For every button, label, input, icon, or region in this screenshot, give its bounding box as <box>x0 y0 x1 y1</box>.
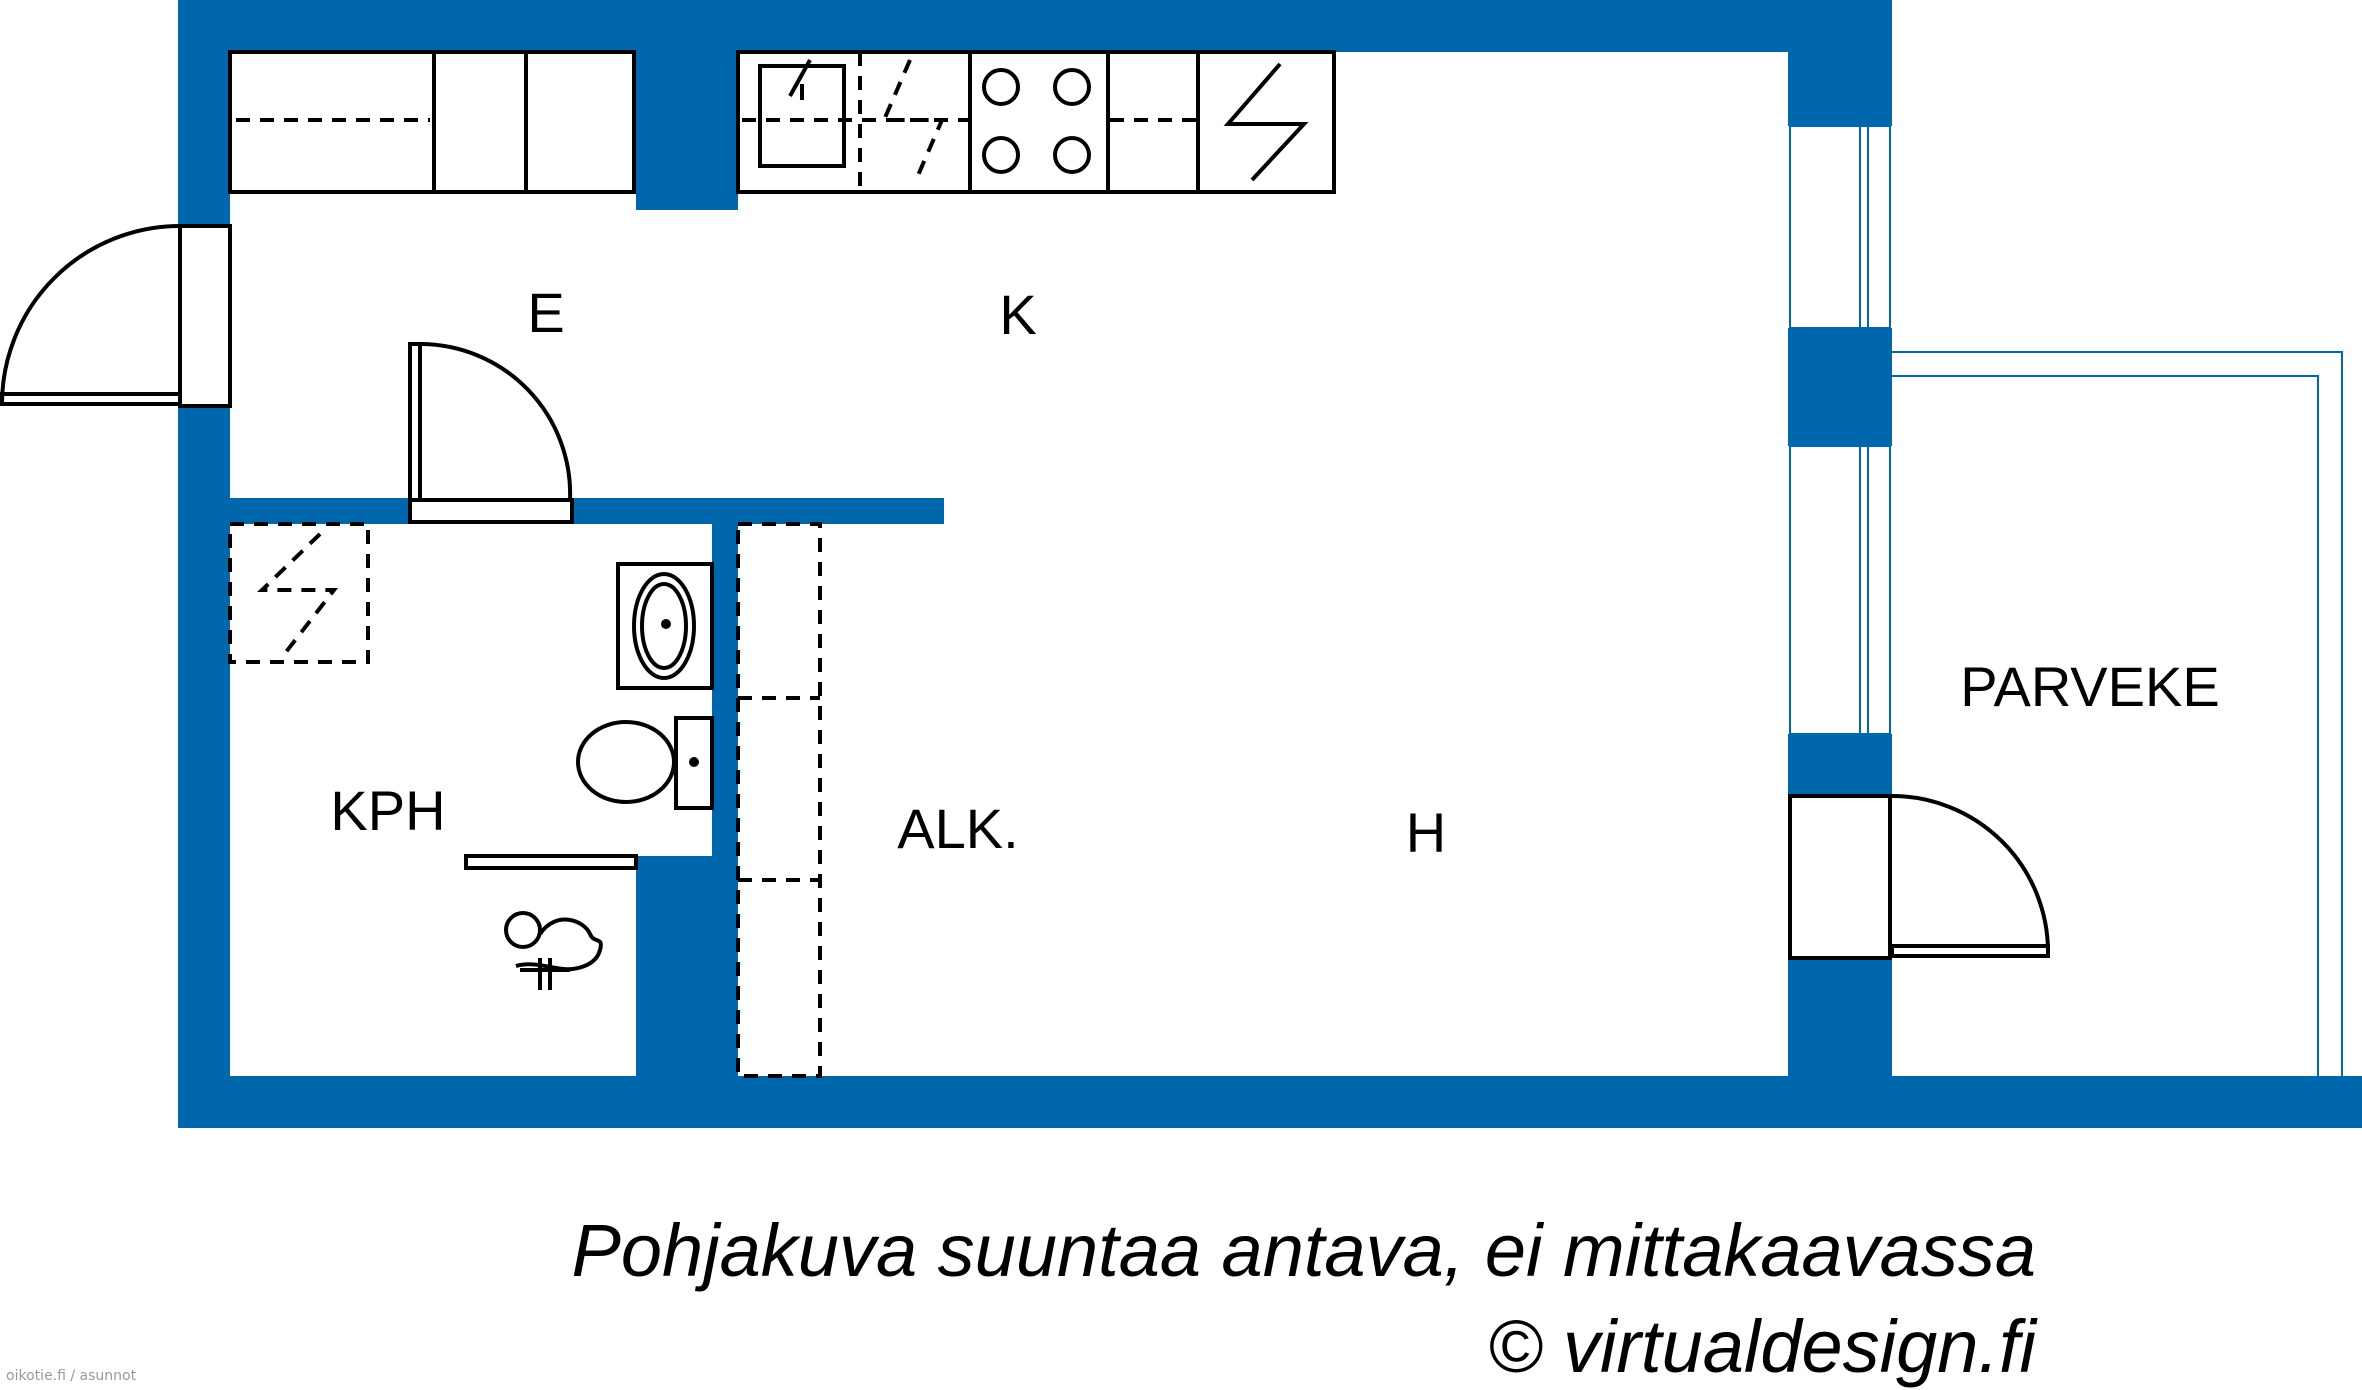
shower-curtain-rail <box>464 854 638 870</box>
sink-icon <box>758 59 846 168</box>
stove-icon <box>982 68 1091 174</box>
caption-copyright: © virtualdesign.fi <box>1488 1305 2039 1388</box>
upper-cabinets <box>228 50 636 194</box>
room-label-living: H <box>1406 801 1446 864</box>
windows <box>1789 125 1891 735</box>
entrance-door <box>0 224 232 408</box>
wall-left-upper <box>178 0 230 226</box>
room-label-kitchen: K <box>999 283 1036 346</box>
caption-disclaimer: Pohjakuva suuntaa antava, ei mittakaavas… <box>572 1209 2036 1292</box>
room-labels: E K KPH ALK. H PARVEKE <box>330 281 2219 864</box>
room-label-entry: E <box>527 281 564 344</box>
wall-top <box>178 0 1892 52</box>
wall-right-pier <box>1788 328 1892 446</box>
dishwasher-icon <box>880 59 946 181</box>
balcony-railing <box>1892 351 2343 1076</box>
wall-right-bottom <box>1788 958 1892 1128</box>
wall-kitchen-pier <box>636 0 738 210</box>
wall-right-lower <box>1788 734 1892 796</box>
window-lower <box>1789 445 1891 735</box>
bathroom-door <box>408 342 574 524</box>
wall-bath-right <box>712 498 738 856</box>
room-label-bathroom: KPH <box>330 779 445 842</box>
room-label-alcove: ALK. <box>897 797 1018 860</box>
watermark-text: oikotie.fi / asunnot <box>6 1368 137 1384</box>
toilet-icon <box>576 716 714 810</box>
shower-head-icon <box>504 911 603 990</box>
fridge-icon <box>1223 62 1309 182</box>
wall-left-lower <box>178 406 230 1128</box>
washbasin-icon <box>616 562 714 690</box>
room-label-balcony: PARVEKE <box>1960 655 2219 718</box>
balcony-floor-edge <box>2346 1076 2362 1128</box>
wall-bath-block <box>636 856 738 1128</box>
walls <box>178 0 2362 1128</box>
wall-right-top <box>1788 0 1892 126</box>
washing-machine-icon <box>228 522 370 664</box>
balcony-door <box>1788 794 2050 960</box>
alcove-wardrobe <box>736 522 822 1078</box>
window-upper <box>1789 125 1891 329</box>
wall-bath-top-right <box>570 498 944 524</box>
wall-bath-top-left <box>230 498 410 524</box>
wall-bottom <box>178 1076 2362 1128</box>
